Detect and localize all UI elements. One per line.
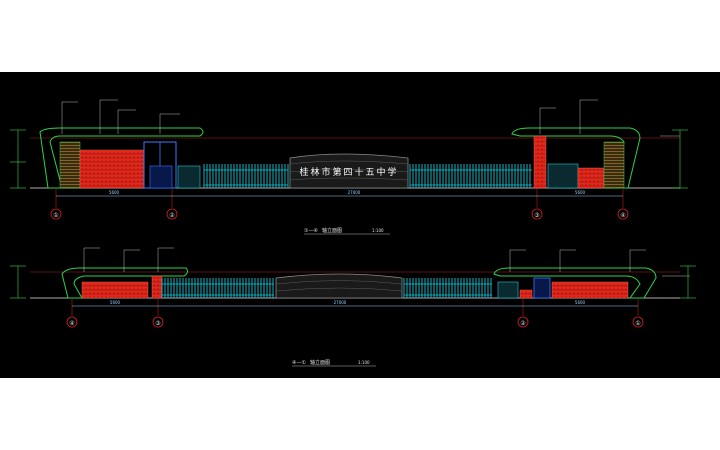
caption-axes: ④—① [292,360,306,366]
cad-drawing-viewport[interactable]: 桂林市第四十五中学 ① [0,72,720,378]
left-pavilion [39,127,204,189]
caption-axes: ①—④ [304,228,318,234]
left-vertical-dimensions [10,129,26,189]
elevation-top: 桂林市第四十五中学 ① [10,99,688,235]
cad-drawing: 桂林市第四十五中学 ① [10,99,696,367]
axis-label: ② [520,320,526,327]
right-pavilion [493,267,657,299]
fence-left [161,278,274,298]
elevation-bottom: ④ ③ ② ① 5600 27000 5600 ④—① [10,247,696,367]
caption-top: ①—④ 轴立面图 1:100 [304,227,390,235]
right-vertical-dimensions [672,129,688,189]
axis-markers-bottom: ④ ③ ② ① [66,298,644,328]
left-pavilion [61,267,189,299]
caption-scale: 1:100 [358,360,370,365]
dimension-value: 5600 [109,190,120,195]
axis-label: ④ [69,320,74,327]
annotation-leaders-top [61,99,680,137]
caption-label: 轴立面图 [322,227,342,234]
axis-label: ① [53,212,58,219]
caption-scale: 1:100 [372,228,384,233]
dimension-value: 5600 [110,300,121,305]
dimension-value: 27000 [334,300,347,305]
axis-markers-top: ① ② ③ ④ [50,188,629,220]
axis-label: ② [169,212,175,219]
right-pavilion [511,127,641,189]
axis-label: ④ [620,212,625,219]
axis-label: ① [635,320,640,327]
gate-sign-stone-rear [275,273,403,299]
fence-left [203,164,289,188]
left-vertical-dimensions [10,265,26,299]
fence-right [409,164,532,188]
axis-label: ③ [155,320,160,327]
horizontal-dimensions-top: 5600 27000 5600 [56,190,623,197]
gate-sign-stone: 桂林市第四十五中学 [289,153,409,189]
caption-label: 轴立面图 [310,359,330,366]
annotation-leaders-bottom [83,247,690,277]
horizontal-dimensions-bottom: 5600 27000 5600 [72,300,638,307]
axis-label: ③ [534,212,539,219]
right-vertical-dimensions [680,265,696,299]
caption-bottom: ④—① 轴立面图 1:100 [292,359,376,367]
dimension-value: 5600 [575,300,586,305]
dimension-value: 27000 [348,190,361,195]
dimension-value: 5600 [575,190,586,195]
gate-sign-text: 桂林市第四十五中学 [299,166,398,178]
fence-right [403,278,492,298]
